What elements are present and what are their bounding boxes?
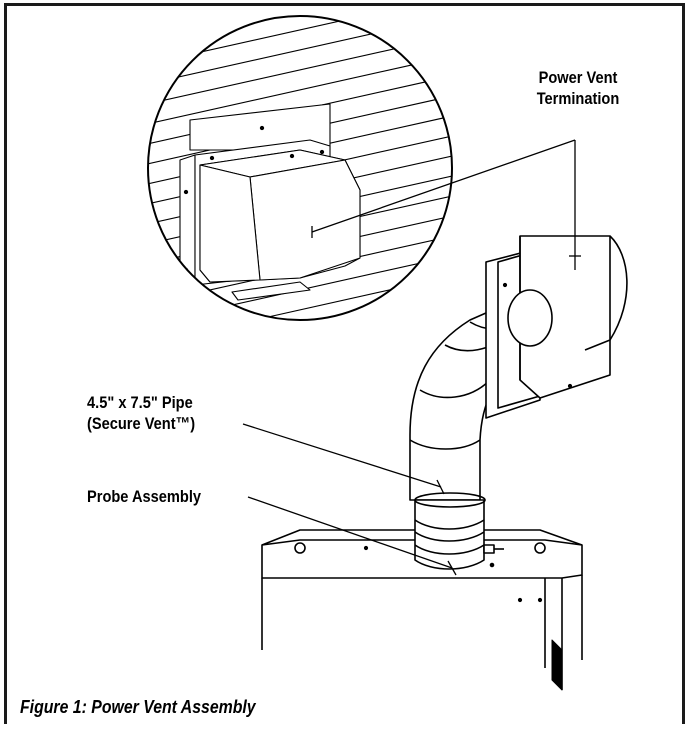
pipe-leader [242, 423, 442, 488]
termination-label-line1: Power Vent [538, 68, 618, 87]
leader-lines [242, 139, 581, 576]
probe-label: Probe Assembly [87, 487, 202, 506]
termination-leader-detail [311, 139, 576, 233]
pipe-label-line2: (Secure Vent™) [87, 414, 196, 433]
pipe-label: 4.5" x 7.5" Pipe (Secure Vent™) [87, 392, 195, 434]
figure-frame [4, 3, 685, 724]
probe-leader [247, 496, 453, 569]
figure-caption: Figure 1: Power Vent Assembly [20, 697, 256, 717]
pipe-label-line1: 4.5" x 7.5" Pipe [87, 393, 193, 412]
termination-label: Power Vent Termination [518, 67, 638, 109]
power-vent-termination [485, 235, 628, 419]
detail-view-circle [147, 15, 453, 321]
termination-label-line2: Termination [536, 89, 620, 108]
